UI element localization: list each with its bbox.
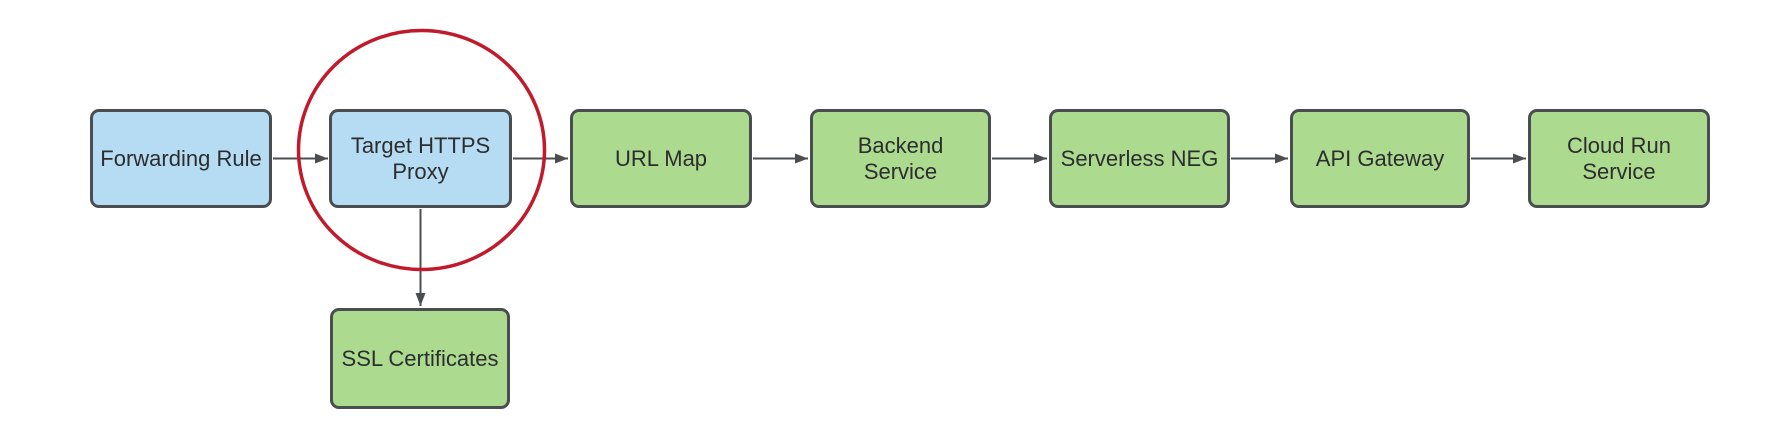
node-target-https-proxy-label: Target HTTPS Proxy bbox=[350, 132, 491, 184]
node-target-https-proxy: Target HTTPS Proxy bbox=[329, 109, 512, 208]
node-cloud-run-service: Cloud Run Service bbox=[1528, 109, 1710, 208]
node-backend-service: Backend Service bbox=[810, 109, 991, 208]
node-backend-service-label: Backend Service bbox=[857, 132, 944, 184]
node-serverless-neg: Serverless NEG bbox=[1049, 109, 1230, 208]
node-forwarding-rule-label: Forwarding Rule bbox=[100, 145, 262, 171]
node-api-gateway: API Gateway bbox=[1290, 109, 1470, 208]
node-url-map-label: URL Map bbox=[614, 145, 708, 171]
node-serverless-neg-label: Serverless NEG bbox=[1060, 145, 1219, 171]
node-api-gateway-label: API Gateway bbox=[1315, 145, 1445, 171]
node-url-map: URL Map bbox=[570, 109, 752, 208]
node-ssl-certificates: SSL Certificates bbox=[330, 308, 510, 409]
node-ssl-certificates-label: SSL Certificates bbox=[341, 345, 499, 371]
node-forwarding-rule: Forwarding Rule bbox=[90, 109, 272, 208]
node-cloud-run-service-label: Cloud Run Service bbox=[1567, 132, 1671, 184]
